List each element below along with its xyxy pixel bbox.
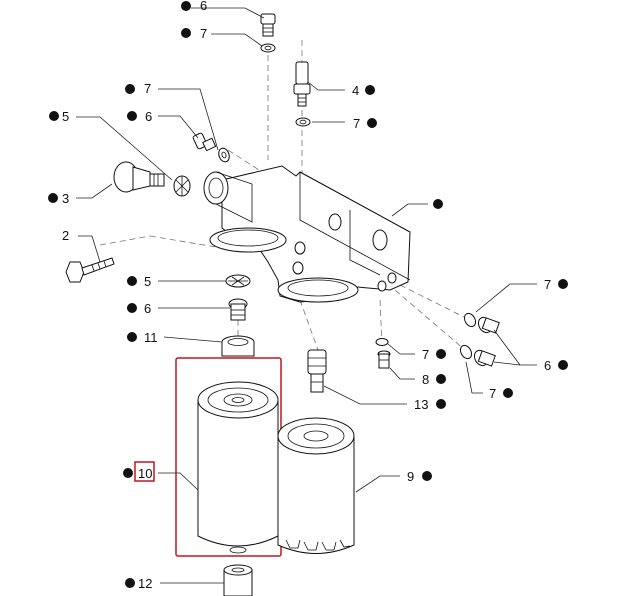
- part-7-right-bot-washer[interactable]: [458, 343, 474, 360]
- part-6-right-top-plug[interactable]: [476, 315, 500, 335]
- part-4-sensor[interactable]: [293, 61, 311, 107]
- callout-2[interactable]: 2: [62, 228, 69, 243]
- callout-5-mid[interactable]: 5: [144, 274, 151, 289]
- part-7-left-washer[interactable]: [217, 147, 231, 164]
- callout-11[interactable]: 11: [144, 330, 158, 345]
- callout-7-top[interactable]: 7: [200, 26, 207, 41]
- part-6-left-plug[interactable]: [192, 132, 217, 152]
- callout-5-left[interactable]: 5: [62, 109, 69, 124]
- callout-7-right-bot[interactable]: 7: [489, 386, 496, 401]
- callout-6-left[interactable]: 6: [145, 109, 152, 124]
- part-7-plug-washer[interactable]: [375, 338, 389, 346]
- part-6-mid-nipple[interactable]: [228, 298, 248, 321]
- part-12-element[interactable]: [223, 564, 253, 596]
- part-11-adapter[interactable]: [221, 335, 255, 357]
- callout-12[interactable]: 12: [138, 576, 152, 591]
- callout-7-sensor[interactable]: 7: [353, 116, 360, 131]
- part-6-top-plug[interactable]: [260, 13, 276, 37]
- part-10-filter[interactable]: [197, 381, 279, 554]
- part-7-top-washer[interactable]: [260, 43, 276, 53]
- part-6-right-bot-plug[interactable]: [472, 348, 496, 368]
- callout-6-mid[interactable]: 6: [144, 301, 151, 316]
- part-7-right-top-washer[interactable]: [462, 311, 478, 328]
- callout-7-left[interactable]: 7: [144, 81, 151, 96]
- filter-head-housing[interactable]: [203, 165, 411, 303]
- part-7-sensor-washer[interactable]: [295, 117, 311, 127]
- callout-3[interactable]: 3: [62, 191, 69, 206]
- callout-7-right-top[interactable]: 7: [544, 277, 551, 292]
- callout-dots: [48, 1, 568, 588]
- callout-7-plug[interactable]: 7: [422, 347, 429, 362]
- part-5-mid-spring[interactable]: [225, 274, 251, 288]
- callout-6-top[interactable]: 6: [200, 0, 207, 13]
- part-8-plug[interactable]: [377, 350, 391, 369]
- part-13-nipple[interactable]: [307, 349, 327, 393]
- callout-9[interactable]: 9: [407, 469, 414, 484]
- callout-13[interactable]: 13: [414, 397, 428, 412]
- part-5-left-spring[interactable]: [173, 175, 191, 197]
- part-9-filter[interactable]: [277, 417, 355, 554]
- callout-4[interactable]: 4: [352, 83, 359, 98]
- part-3-valve[interactable]: [113, 161, 165, 193]
- callout-labels: 6 7 4 7 5 6 7 3 2 5 6 11 7 6 7 7 8 13 10…: [62, 0, 551, 591]
- callout-10[interactable]: 10: [138, 466, 152, 481]
- callout-6-right[interactable]: 6: [544, 358, 551, 373]
- callout-10-highlight-box: [134, 461, 155, 482]
- callout-8[interactable]: 8: [422, 372, 429, 387]
- part-2-bolt[interactable]: [65, 257, 115, 283]
- leader-lines: [76, 7, 537, 584]
